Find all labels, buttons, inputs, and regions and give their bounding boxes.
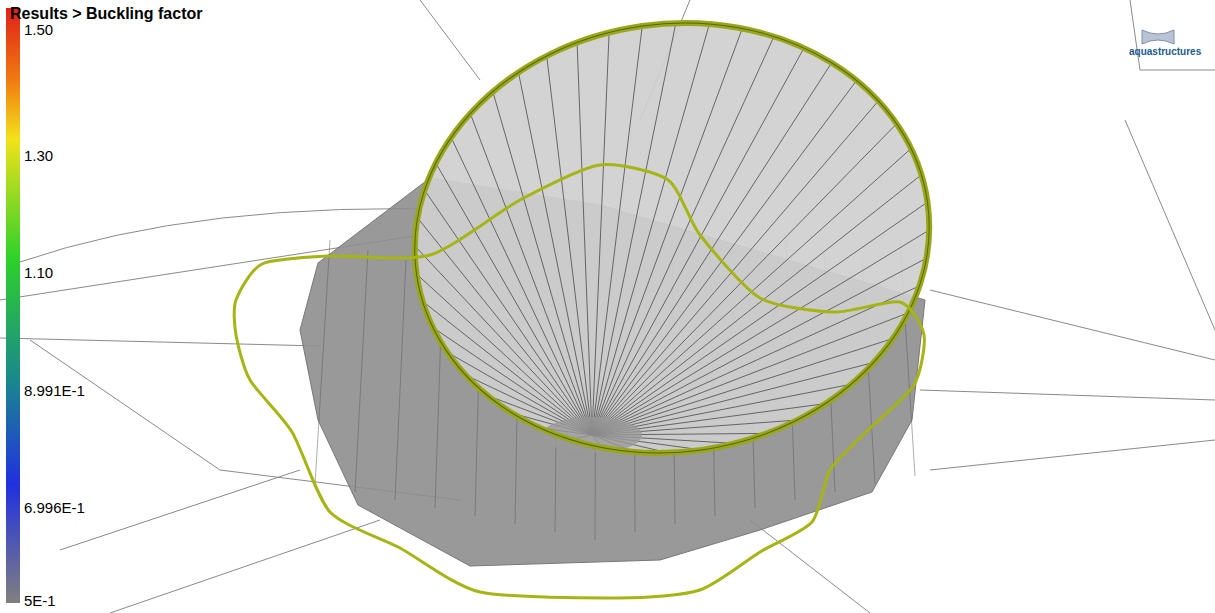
scale-value: 8.991E-1: [24, 382, 85, 399]
radial-line: [592, 37, 774, 435]
radial-line: [592, 202, 927, 435]
logo-text: aquastructures: [1129, 46, 1201, 57]
logo-icon: [1142, 30, 1174, 44]
radial-line: [470, 114, 592, 435]
radial-lines: [415, 23, 929, 453]
mesh-line: [355, 250, 368, 492]
radial-line: [577, 43, 592, 435]
scale-value: 1.50: [24, 21, 53, 38]
radial-line: [493, 92, 592, 435]
scale-value: 1.10: [24, 264, 53, 281]
mesh-line: [395, 260, 406, 500]
radial-line: [592, 48, 804, 435]
rim-ring: [387, 0, 958, 486]
chart-title: Results > Buckling factor: [10, 5, 203, 23]
radial-line: [592, 28, 742, 435]
radial-line: [592, 230, 929, 435]
rim-ring-edge: [387, 0, 958, 486]
scale-value: 1.30: [24, 147, 53, 164]
radial-line: [433, 328, 592, 435]
deformed-outline: [234, 165, 924, 598]
radial-line: [451, 137, 592, 435]
radial-line: [592, 33, 609, 435]
inner-surface: [387, 0, 958, 486]
mesh-line: [315, 240, 330, 484]
radial-line: [592, 23, 676, 435]
scale-value: 5E-1: [24, 592, 56, 609]
scale-value: 6.996E-1: [24, 499, 85, 516]
radial-line: [592, 26, 642, 435]
radial-line: [547, 56, 592, 435]
radial-line: [592, 286, 919, 435]
color-bar: [6, 8, 20, 603]
radial-line: [592, 101, 878, 435]
radial-line: [592, 24, 709, 435]
